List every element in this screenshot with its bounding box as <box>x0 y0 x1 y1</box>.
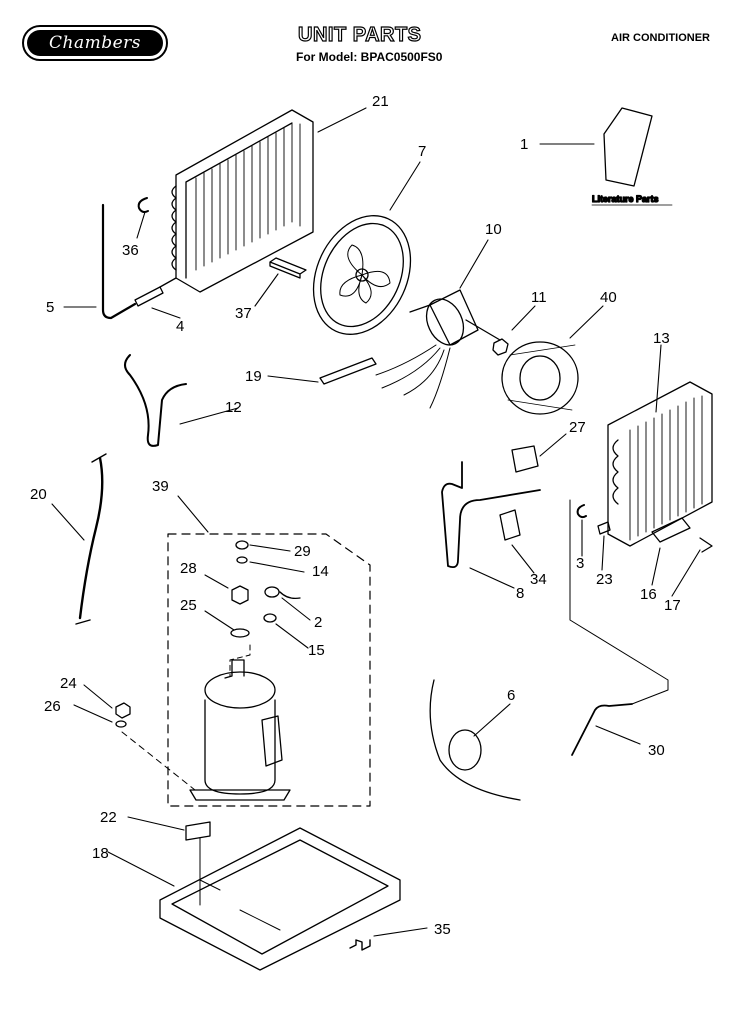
nut-11 <box>492 338 509 356</box>
compressor <box>189 659 291 801</box>
callout-23: 23 <box>596 571 613 588</box>
literature-label: Literature Parts <box>592 194 659 204</box>
fan-motor <box>375 289 501 409</box>
callout-25: 25 <box>180 597 197 614</box>
callout-22: 22 <box>100 809 117 826</box>
bracket-16 <box>651 517 691 543</box>
callout-28: 28 <box>180 560 197 577</box>
leader-lines <box>51 107 701 937</box>
thermostat-19 <box>319 357 377 385</box>
callout-30: 30 <box>648 742 665 759</box>
callout-18: 18 <box>92 845 109 862</box>
brand-logo-text: Chambers <box>48 33 141 53</box>
callout-5: 5 <box>46 299 54 316</box>
literature-sheet <box>603 107 653 187</box>
callout-numbers: 21 7 1 10 36 5 4 37 11 40 13 19 12 27 20… <box>30 93 681 938</box>
evaporator-coil <box>607 381 713 547</box>
callout-26: 26 <box>44 698 61 715</box>
clip-36 <box>137 197 149 213</box>
part-17 <box>699 537 713 553</box>
compressor-assembly-box <box>167 533 371 807</box>
tube-12 <box>124 354 187 447</box>
callout-2: 2 <box>314 614 322 631</box>
product-type: AIR CONDITIONER <box>611 32 710 44</box>
callout-12: 12 <box>225 399 242 416</box>
clip-3 <box>576 504 587 519</box>
tube-8 <box>441 461 541 569</box>
callout-36: 36 <box>122 242 139 259</box>
tube-30 <box>571 703 633 756</box>
condenser-fan-blade <box>312 215 412 335</box>
wire-harness-20 <box>78 456 104 620</box>
callout-1: 1 <box>520 136 528 153</box>
callout-24: 24 <box>60 675 77 692</box>
callout-11: 11 <box>531 289 547 306</box>
page-title: UNIT PARTS <box>297 23 422 46</box>
callout-35: 35 <box>434 921 451 938</box>
base-pan-18 <box>159 827 401 971</box>
washer-26 <box>115 720 127 728</box>
callout-16: 16 <box>640 586 657 603</box>
brand-logo: Chambers <box>22 25 168 61</box>
callout-4: 4 <box>176 318 184 335</box>
callout-17: 17 <box>664 597 681 614</box>
callout-37: 37 <box>235 305 252 322</box>
callout-7: 7 <box>418 143 426 160</box>
nut-24 <box>115 702 131 719</box>
callout-19: 19 <box>245 368 262 385</box>
callout-6: 6 <box>507 687 515 704</box>
part-35 <box>349 939 371 951</box>
compressor-hardware <box>230 540 301 638</box>
tube-5 <box>101 203 137 320</box>
callout-14: 14 <box>312 563 329 580</box>
grommet-22 <box>185 821 211 841</box>
wire-connection <box>569 499 669 705</box>
pin-23 <box>597 521 611 535</box>
dashed-connection <box>229 644 251 677</box>
blower-wheel <box>501 341 579 415</box>
callout-29: 29 <box>294 543 311 560</box>
callout-3: 3 <box>576 555 584 572</box>
callout-39: 39 <box>152 478 169 495</box>
callout-34: 34 <box>530 571 547 588</box>
callout-13: 13 <box>653 330 670 347</box>
bracket-37 <box>269 257 307 279</box>
filter-27 <box>511 445 539 473</box>
fitting-4 <box>134 277 177 307</box>
callout-8: 8 <box>516 585 524 602</box>
callout-15: 15 <box>308 642 325 659</box>
model-line: For Model: BPAC0500FS0 <box>296 50 443 64</box>
callout-20: 20 <box>30 486 47 503</box>
callout-10: 10 <box>485 221 502 238</box>
label-34 <box>499 509 521 541</box>
callout-27: 27 <box>569 419 586 436</box>
callout-40: 40 <box>600 289 617 306</box>
capacitor-6 <box>429 679 521 801</box>
callout-21: 21 <box>372 93 389 110</box>
